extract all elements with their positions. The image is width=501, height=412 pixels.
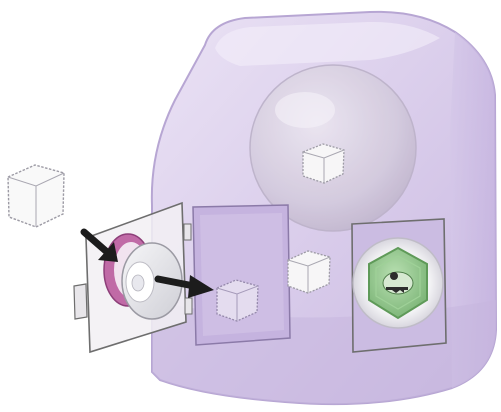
- cargo-protein-outside: [8, 165, 64, 227]
- cargo-protein-in-pocket: [217, 280, 258, 321]
- membrane-pocket: [193, 205, 290, 345]
- cargo-protein-surface: [288, 251, 330, 293]
- key-icon: [383, 272, 413, 294]
